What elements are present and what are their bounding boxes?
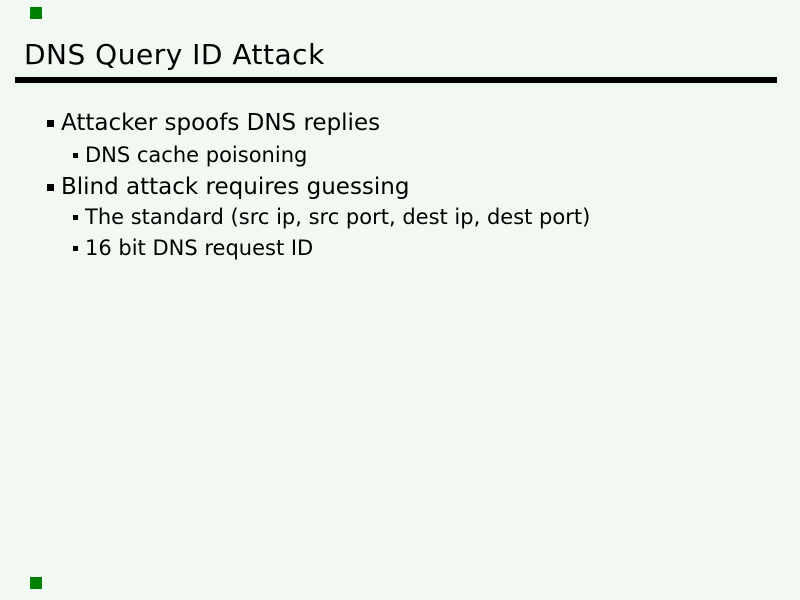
list-item-label: 16 bit DNS request ID bbox=[85, 236, 314, 260]
list-item: Attacker spoofs DNS replies bbox=[47, 110, 380, 136]
bullet-square-icon bbox=[73, 214, 78, 220]
list-item: The standard (src ip, src port, dest ip,… bbox=[73, 205, 590, 229]
list-item-label: DNS cache poisoning bbox=[85, 143, 308, 167]
title-underline-rule bbox=[15, 77, 777, 83]
slide-title: DNS Query ID Attack bbox=[24, 38, 325, 71]
bullet-square-icon bbox=[73, 152, 78, 158]
bullet-square-icon bbox=[47, 119, 54, 127]
list-item: DNS cache poisoning bbox=[73, 143, 307, 167]
list-item-label: Blind attack requires guessing bbox=[61, 174, 410, 200]
list-item: 16 bit DNS request ID bbox=[73, 236, 313, 260]
list-item: Blind attack requires guessing bbox=[47, 174, 409, 200]
list-item-label: Attacker spoofs DNS replies bbox=[61, 110, 381, 136]
list-item-label: The standard (src ip, src port, dest ip,… bbox=[85, 205, 591, 229]
nav-marker-top-icon[interactable] bbox=[30, 7, 42, 19]
bullet-square-icon bbox=[47, 183, 54, 191]
nav-marker-bottom-icon[interactable] bbox=[30, 577, 42, 589]
bullet-square-icon bbox=[73, 245, 78, 251]
